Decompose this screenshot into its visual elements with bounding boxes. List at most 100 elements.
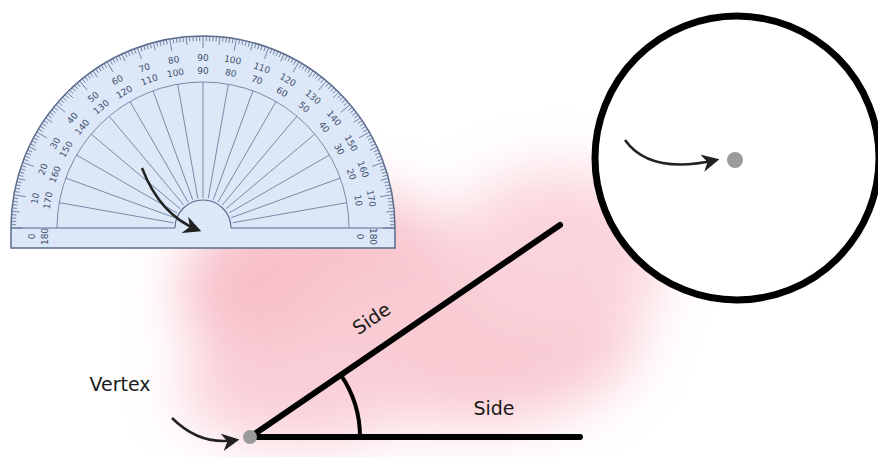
scale-tick [384,182,389,183]
scale-tick [255,43,256,48]
scale-tick [386,188,391,189]
scale-tick [87,75,90,79]
scale-tick [383,228,395,229]
scale-number: 100 [166,67,184,79]
scale-tick [212,36,213,41]
scale-tick [44,121,48,124]
circle-figure [595,16,878,300]
scale-tick [19,172,24,173]
radial-line [208,84,228,198]
scale-number: 30 [332,142,346,156]
scale-number: 30 [49,136,63,150]
scale-tick [389,204,394,206]
scale-number: 90 [197,54,208,63]
scale-tick [376,156,381,158]
scale-tick [374,150,379,152]
scale-tick [17,182,22,183]
scale-tick [11,217,16,218]
part-label: Side [350,299,395,338]
scale-tick [140,46,142,51]
scale-tick [11,224,16,225]
scale-number: 160 [356,160,370,179]
scale-tick [279,53,281,58]
scale-tick [313,73,316,77]
scale-tick [85,77,88,81]
scale-tick [368,138,372,140]
scale-tick [11,221,16,222]
scale-tick [371,144,375,146]
scale-tick [319,81,327,90]
scale-tick [119,55,121,59]
scale-tick [186,37,188,45]
scale-tick [29,147,36,150]
scale-tick [26,153,31,155]
scale-tick [340,97,344,100]
scale-tick [46,118,53,123]
scale-tick [209,36,210,41]
scale-number: 50 [297,101,312,115]
scale-tick [333,92,339,98]
part-label: Vertex [89,375,150,394]
part-label: Side [473,399,514,418]
scale-number: 180 [369,227,378,244]
scale-tick [21,165,26,167]
scale-tick [93,71,98,78]
scale-tick [125,53,127,58]
scale-tick [382,172,387,173]
scale-tick [378,159,383,161]
scale-tick [248,42,249,47]
scale-tick [199,36,200,41]
scale-tick [70,90,73,94]
scale-tick [294,60,296,64]
scale-tick [15,191,20,193]
scale-tick [318,77,321,81]
scale-tick [291,58,293,62]
scale-tick [13,201,18,203]
scale-tick [11,228,23,229]
scale-tick [192,36,193,41]
radial-line [231,178,340,218]
scale-tick [172,38,174,43]
scale-tick [354,115,358,118]
inner-arc [57,82,349,228]
scale-tick [359,132,369,138]
scale-tick [370,147,377,150]
scale-tick [25,156,30,158]
scale-tick [176,38,178,43]
scale-tick [270,49,272,54]
scale-number: 180 [42,227,51,244]
scale-tick [363,129,367,132]
scale-tick [242,40,243,45]
scale-tick [251,43,253,51]
scale-tick [182,37,184,42]
scale-tick [216,36,217,41]
scale-tick [234,39,236,51]
scale-number: 110 [140,73,159,87]
scale-tick [153,43,155,51]
scale-number: 120 [115,84,134,100]
scale-number: 40 [316,120,330,135]
scale-tick [72,88,75,92]
scale-tick [381,178,389,180]
scale-tick [24,159,29,161]
scale-tick [38,129,42,132]
scale-tick [54,107,58,110]
scale-number: 0 [355,233,364,239]
scale-tick [110,60,112,64]
scale-tick [33,138,37,140]
scale-tick [122,54,125,61]
scale-tick [352,112,356,115]
scale-tick [14,195,26,197]
scale-tick [40,126,44,129]
scale-tick [82,79,85,83]
scale-tick [385,185,390,186]
scale-tick [77,83,80,87]
scale-tick [360,123,364,126]
scale-tick [116,57,118,61]
scale-tick [309,71,314,78]
scale-tick [42,123,46,126]
scale-tick [222,37,224,42]
scale-number: 170 [364,189,376,207]
scale-tick [258,44,259,49]
scale-tick [96,69,99,73]
